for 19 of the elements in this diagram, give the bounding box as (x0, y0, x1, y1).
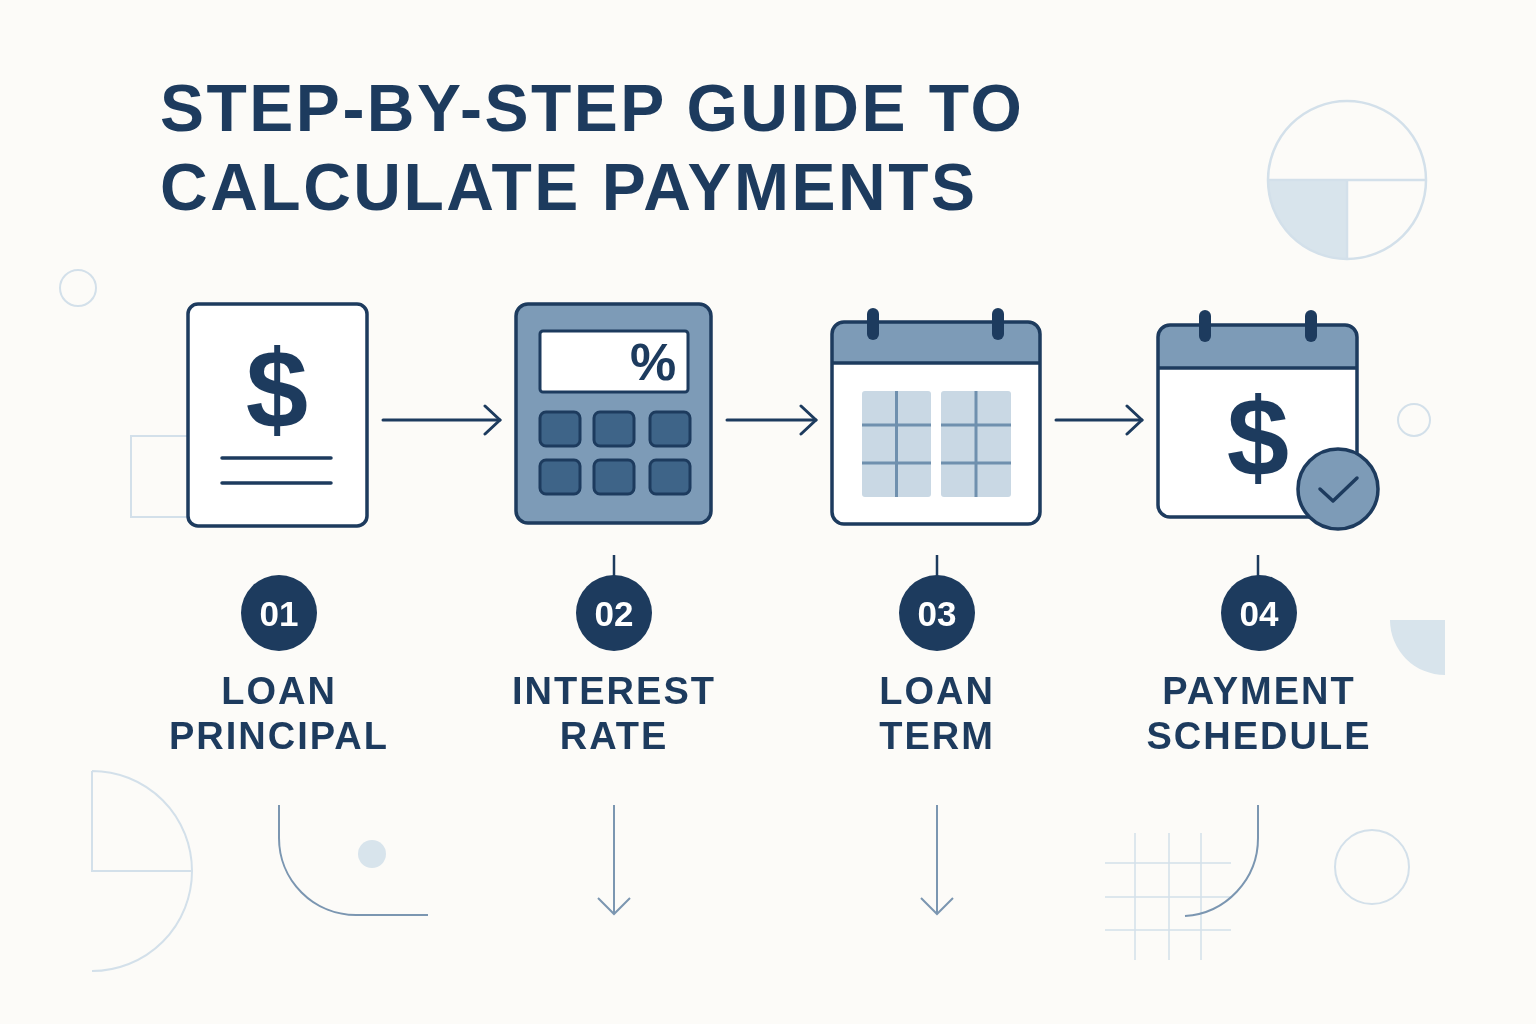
step-label: PAYMENT SCHEDULE (1146, 669, 1372, 759)
document-illustration (186, 302, 369, 528)
arrow (1054, 404, 1144, 436)
calendar-illustration (1156, 308, 1382, 532)
step-number: 02 (576, 575, 652, 651)
percent-sign: % (629, 336, 677, 388)
step-number: 03 (899, 575, 975, 651)
dollar-sign: $ (1226, 382, 1290, 494)
calendar-illustration (830, 306, 1042, 526)
ring (1333, 828, 1411, 906)
title: STEP-BY-STEP GUIDE TO CALCULATE PAYMENTS (160, 70, 1026, 226)
arrow (381, 404, 502, 436)
step-number: 04 (1221, 575, 1297, 651)
dollar-sign: $ (245, 334, 309, 446)
step-label: LOAN PRINCIPAL (169, 669, 389, 759)
step-number: 01 (241, 575, 317, 651)
arrow (725, 404, 818, 436)
step-label: LOAN TERM (879, 669, 995, 759)
step-label: INTEREST RATE (512, 669, 716, 759)
